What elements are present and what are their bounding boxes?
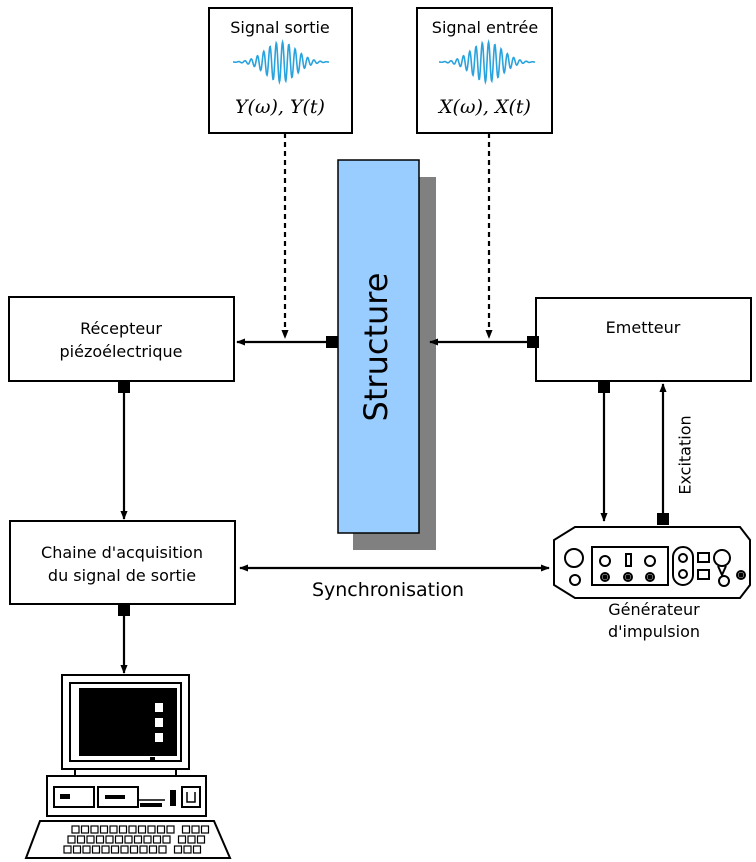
receiver-bottom-port <box>118 381 130 393</box>
generator-label-line1: Générateur <box>608 600 700 619</box>
generator-label-line2: d'impulsion <box>608 622 700 641</box>
output-signal-formula: Y(ω), Y(t) <box>235 96 325 118</box>
receiver-label-line1: Récepteur <box>80 319 162 338</box>
structure-block: Structure <box>337 159 436 550</box>
computer-icon <box>24 674 232 859</box>
structure-left-port <box>326 336 338 348</box>
output-signal-title: Signal sortie <box>230 18 330 37</box>
input-signal-box: Signal entrée X(ω), X(t) <box>416 7 553 134</box>
acquisition-label-line2: du signal de sortie <box>48 566 196 585</box>
input-wave-icon <box>438 38 536 86</box>
input-signal-title: Signal entrée <box>432 18 538 37</box>
keyboard-keys <box>63 825 210 854</box>
acquisition-label-line1: Chaine d'acquisition <box>41 543 203 562</box>
generator-top-port <box>657 513 669 525</box>
emitter-bottom-port <box>598 381 610 393</box>
receiver-label-line2: piézoélectrique <box>60 342 183 361</box>
structure-body <box>337 159 420 534</box>
emitter-label: Emetteur <box>606 318 681 337</box>
emitter-box: Emetteur <box>535 297 752 382</box>
connectors: Synchronisation Excitation <box>118 133 695 674</box>
excitation-label: Excitation <box>676 415 695 494</box>
acquisition-bottom-port <box>118 604 130 616</box>
receiver-box: Récepteur piézoélectrique <box>8 296 235 382</box>
pulse-generator-icon <box>553 526 751 599</box>
emitter-left-port <box>527 336 539 348</box>
input-signal-formula: X(ω), X(t) <box>437 96 531 118</box>
synchronisation-label: Synchronisation <box>312 579 464 601</box>
acquisition-box: Chaine d'acquisition du signal de sortie <box>9 520 236 605</box>
structure-label: Structure <box>357 273 395 422</box>
output-signal-box: Signal sortie Y(ω), Y(t) <box>208 7 353 134</box>
output-wave-icon <box>232 38 330 86</box>
